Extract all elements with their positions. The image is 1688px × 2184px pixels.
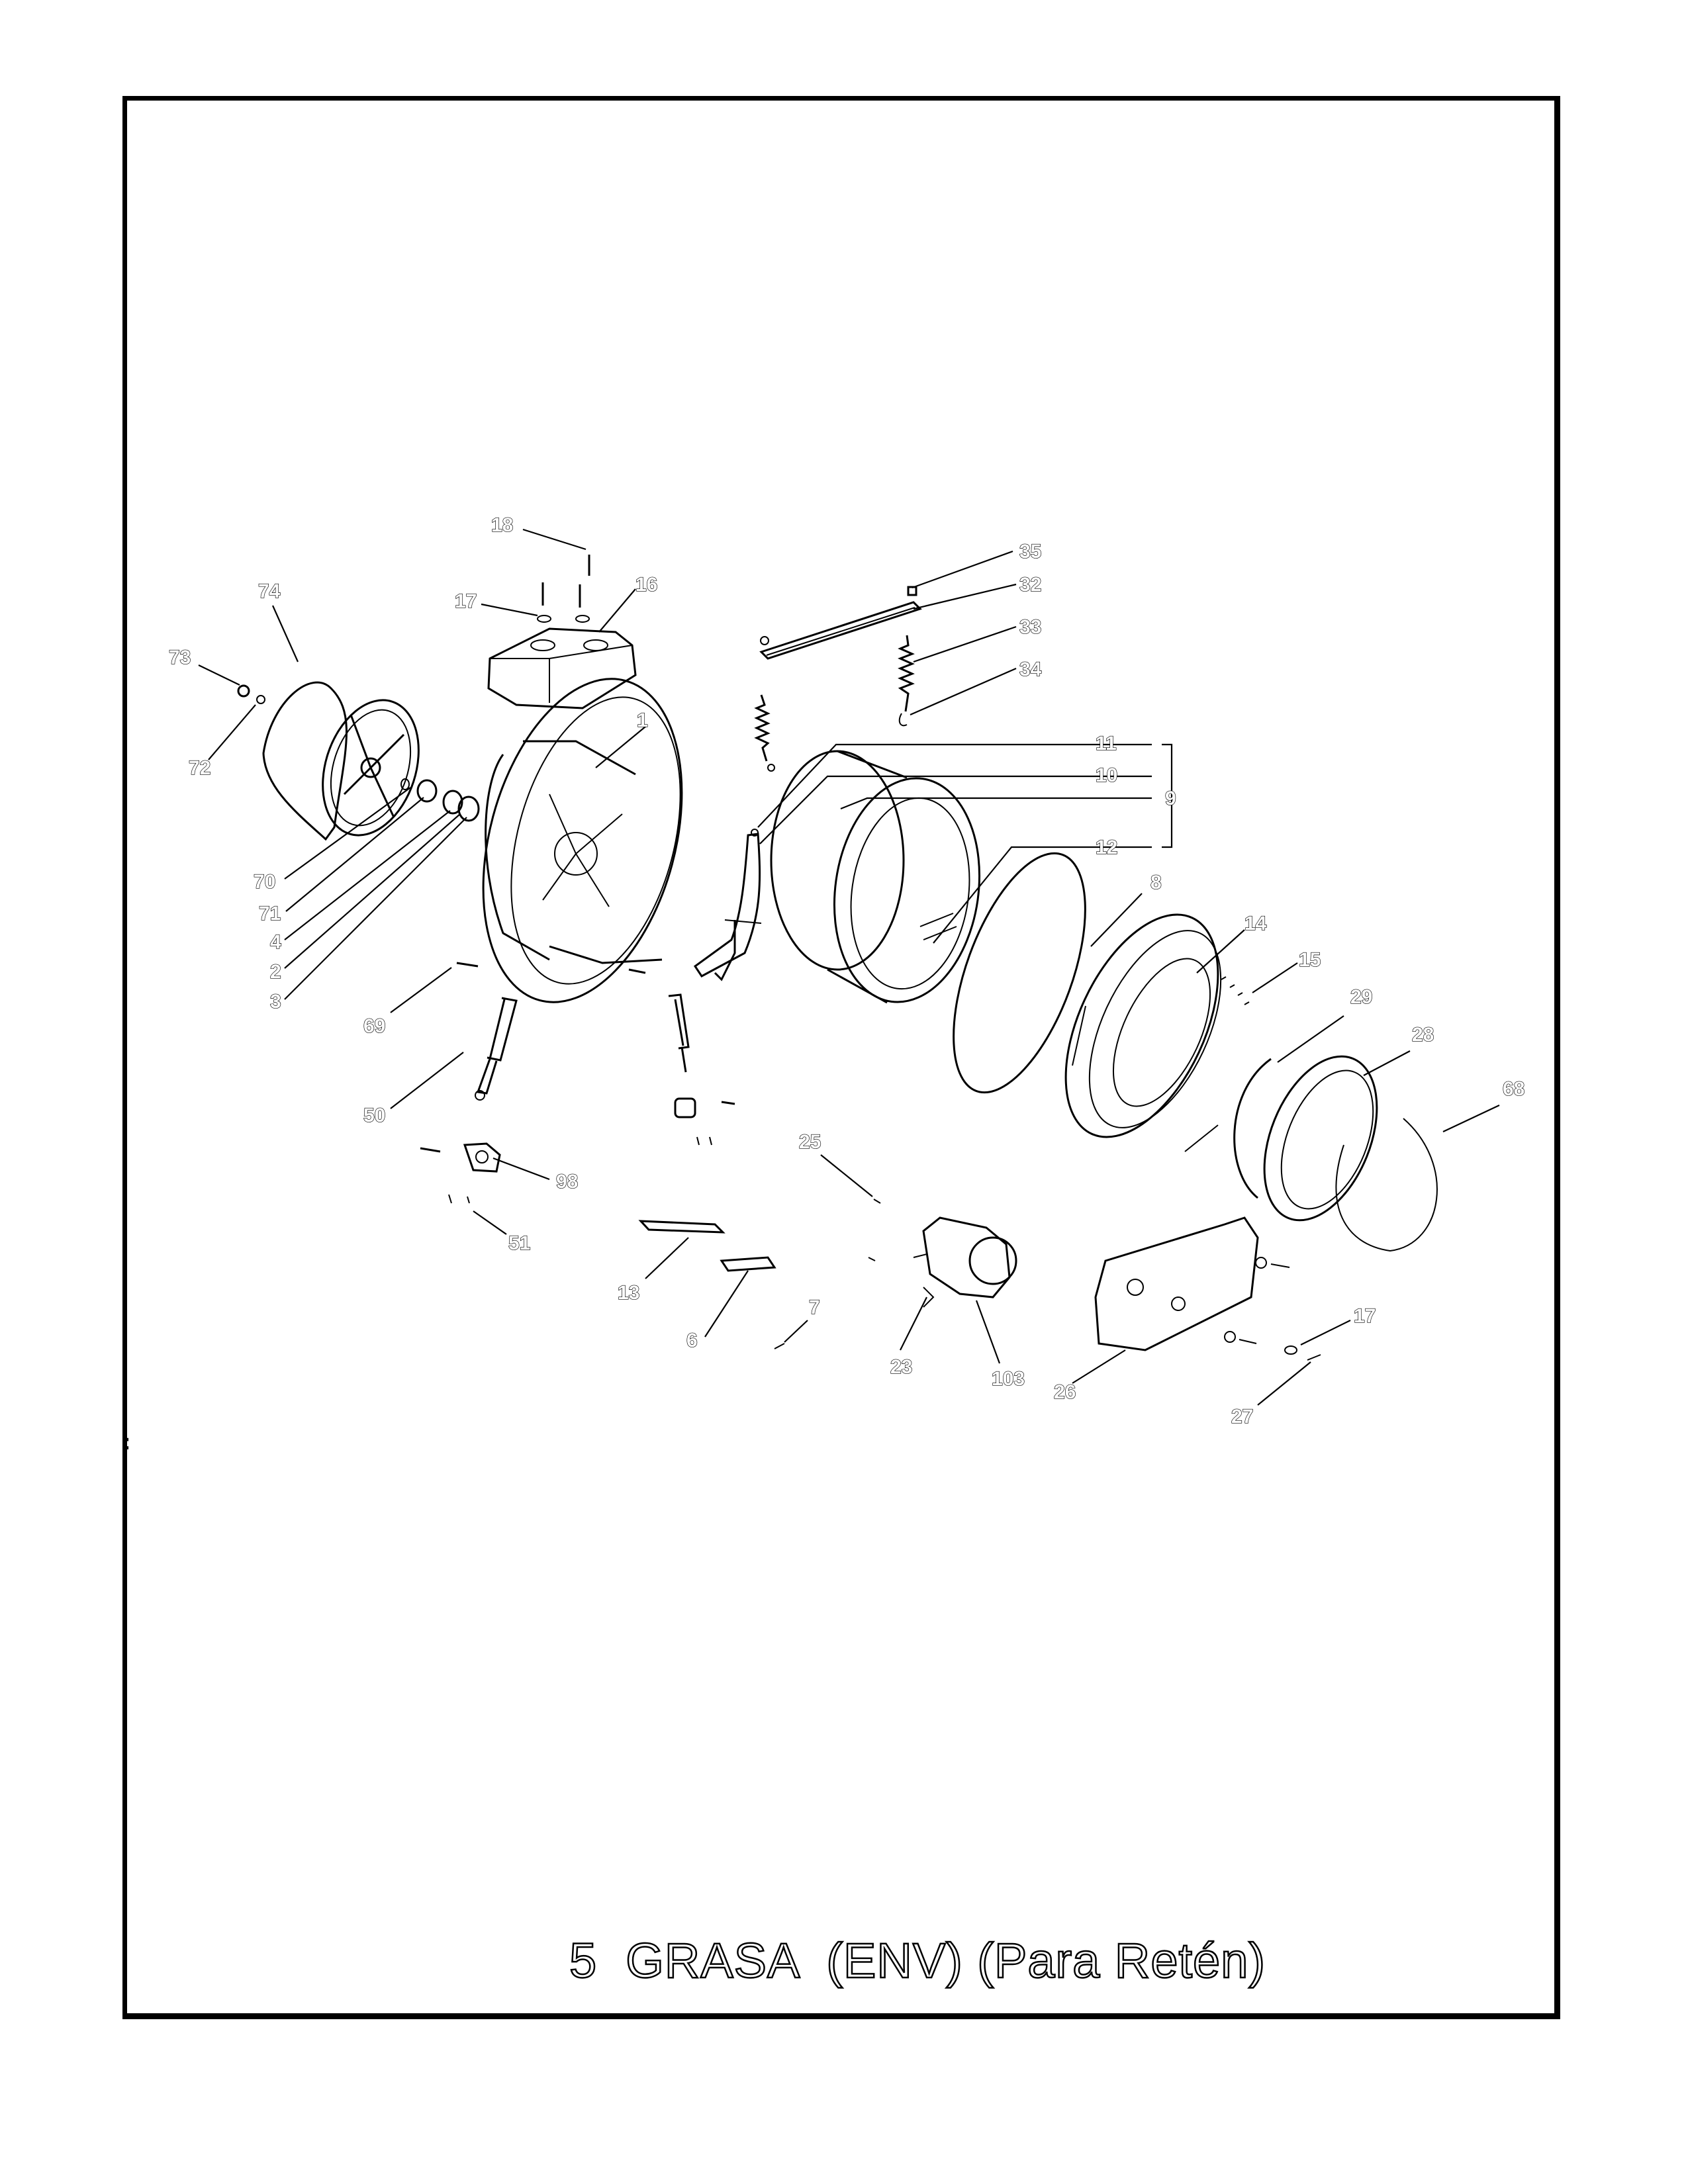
- label-69: 69: [363, 1015, 385, 1037]
- screw-part: [628, 968, 646, 974]
- label-15: 15: [1299, 949, 1321, 971]
- pulley-part: [322, 699, 420, 837]
- label-27: 27: [1231, 1406, 1253, 1428]
- label-50: 50: [363, 1105, 385, 1126]
- label-11: 11: [1096, 733, 1117, 754]
- callout-labels: 18 17 16 74 73 72 1 70 71 4 2 3 69 50 98…: [168, 514, 1525, 1428]
- label-51: 51: [508, 1232, 530, 1254]
- label-7: 7: [809, 1297, 820, 1318]
- page-border: [122, 96, 1560, 2019]
- clip-part: [907, 586, 917, 596]
- clamp-part: [1233, 1058, 1272, 1199]
- front-tub-part: [1064, 913, 1222, 1152]
- screw-part: [1307, 1354, 1321, 1361]
- drain-pump-part: [913, 1216, 1017, 1308]
- label-35: 35: [1019, 541, 1041, 563]
- footer-note: 5 GRASA (ENV) (Para Retén): [569, 1933, 1266, 1989]
- clip-part: [767, 764, 775, 772]
- pin-part: [448, 1194, 470, 1204]
- label-10: 10: [1096, 764, 1117, 786]
- label-4: 4: [270, 931, 281, 953]
- label-25: 25: [799, 1131, 821, 1153]
- label-12: 12: [1096, 837, 1117, 858]
- shock-absorber-part: [668, 993, 690, 1073]
- shock-absorber-part: [475, 997, 518, 1101]
- door-seal-part: [1263, 1055, 1378, 1222]
- label-13: 13: [618, 1282, 639, 1304]
- label-14: 14: [1244, 913, 1267, 934]
- side-mark: :: [123, 1430, 131, 1455]
- screw-part: [721, 1101, 735, 1105]
- screw-part: [1221, 976, 1250, 1005]
- leader-lines: [198, 528, 1500, 1406]
- front-plate-part: [1094, 1216, 1259, 1351]
- label-29: 29: [1350, 986, 1372, 1008]
- washer-part: [1224, 1331, 1236, 1343]
- label-17: 17: [455, 590, 477, 612]
- label-18: 18: [491, 514, 513, 536]
- label-68: 68: [1503, 1078, 1524, 1100]
- label-33: 33: [1019, 616, 1041, 638]
- label-103: 103: [992, 1368, 1025, 1390]
- pin-part: [696, 1136, 712, 1146]
- counterweight-part: [487, 627, 637, 709]
- label-32: 32: [1019, 574, 1041, 596]
- wire-ring-part: [1335, 1118, 1438, 1252]
- rear-tub-part: [482, 678, 683, 1003]
- label-2: 2: [270, 961, 281, 983]
- screw-part: [868, 1257, 876, 1261]
- label-8: 8: [1150, 872, 1162, 893]
- nut-part: [237, 684, 250, 698]
- cover-part: [720, 1256, 776, 1272]
- screw-part: [873, 1199, 881, 1204]
- label-74: 74: [258, 580, 281, 602]
- washer-part: [1255, 1257, 1267, 1269]
- label-28: 28: [1412, 1024, 1434, 1046]
- gasket-part: [953, 852, 1086, 1094]
- label-6: 6: [686, 1330, 698, 1351]
- washer-part: [537, 615, 551, 623]
- spider-arm-part: [693, 829, 762, 981]
- inner-drum-part: [770, 750, 981, 1004]
- wire-part: [774, 1343, 785, 1349]
- bracket-part: [463, 1142, 501, 1173]
- screw-part: [1239, 1339, 1257, 1344]
- label-72: 72: [189, 757, 211, 779]
- label-34: 34: [1019, 659, 1042, 680]
- label-3: 3: [270, 991, 281, 1013]
- label-73: 73: [169, 647, 191, 668]
- label-98: 98: [556, 1171, 578, 1193]
- washer-part: [1284, 1345, 1297, 1355]
- clip-part: [760, 636, 769, 645]
- label-1: 1: [637, 709, 648, 731]
- label-26: 26: [1054, 1381, 1076, 1403]
- label-23: 23: [890, 1356, 912, 1378]
- screw-part: [420, 1147, 441, 1153]
- spring-part: [898, 635, 915, 727]
- bolt-part: [541, 555, 590, 608]
- label-9: 9: [1165, 788, 1176, 809]
- spring-part: [754, 694, 771, 762]
- washer-part: [256, 695, 265, 704]
- screw-part: [1270, 1263, 1290, 1268]
- label-71: 71: [259, 903, 281, 925]
- belt-part: [262, 681, 348, 841]
- label-17b: 17: [1354, 1305, 1376, 1327]
- bearing-set-part: [400, 778, 480, 822]
- label-70: 70: [254, 871, 275, 893]
- rail-part: [759, 601, 922, 660]
- screw-part: [456, 962, 479, 968]
- clip-part: [674, 1097, 696, 1118]
- washer-part: [575, 615, 590, 623]
- label-16: 16: [635, 574, 657, 596]
- filter-part: [638, 1220, 726, 1234]
